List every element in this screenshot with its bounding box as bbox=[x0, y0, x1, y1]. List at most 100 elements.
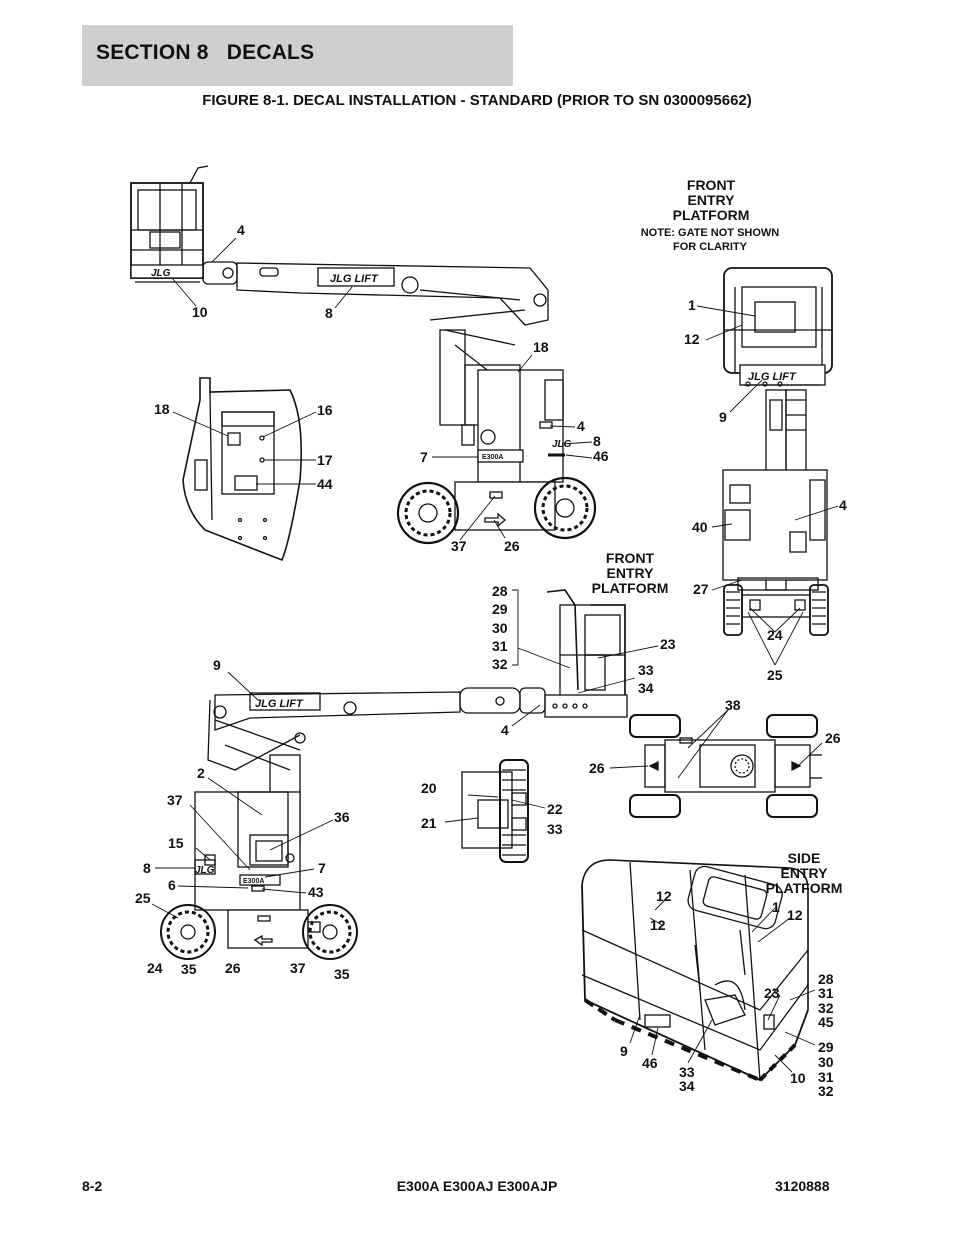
manual-part-number: 3120888 bbox=[775, 1178, 830, 1194]
view-label: PLATFORM bbox=[592, 580, 669, 596]
callout-number: 12 bbox=[787, 907, 803, 923]
page-number: 8-2 bbox=[82, 1178, 103, 1194]
callout-number: 2 bbox=[197, 765, 205, 781]
callout-number: 45 bbox=[818, 1014, 834, 1030]
side-view-middle: JLG LIFT JLG E300A bbox=[160, 589, 628, 960]
callout-number: 25 bbox=[135, 890, 151, 906]
callout-number: 22 bbox=[547, 801, 563, 817]
callout-number: 12 bbox=[656, 888, 672, 904]
callout-number: 26 bbox=[589, 760, 605, 776]
view-label: PLATFORM bbox=[673, 207, 750, 223]
callout-number: 15 bbox=[168, 835, 184, 851]
callout-number: 18 bbox=[154, 401, 170, 417]
callout-number: 21 bbox=[421, 815, 437, 831]
callout-number: 33 bbox=[679, 1064, 695, 1080]
tower-end-detail bbox=[461, 759, 529, 863]
callout-number: 8 bbox=[325, 305, 333, 321]
view-note: FOR CLARITY bbox=[673, 241, 748, 253]
callout-number: 25 bbox=[767, 667, 783, 683]
callout-number: 9 bbox=[620, 1043, 628, 1059]
callout-number: 4 bbox=[839, 497, 847, 513]
callout-number: 33 bbox=[638, 662, 654, 678]
callout-number: 31 bbox=[818, 1069, 834, 1085]
callout-number: 33 bbox=[547, 821, 563, 837]
callout-number: 23 bbox=[660, 636, 676, 652]
front-view-right: JLG LIFT bbox=[722, 267, 833, 636]
callout-number: 40 bbox=[692, 519, 708, 535]
model-plate-text: E300A bbox=[243, 878, 264, 885]
callout-number: 7 bbox=[420, 449, 428, 465]
callout-number: 35 bbox=[181, 961, 197, 977]
view-label: ENTRY bbox=[688, 192, 736, 208]
callout-number: 18 bbox=[533, 339, 549, 355]
callout-number: 38 bbox=[725, 697, 741, 713]
callout-number: 9 bbox=[213, 657, 221, 673]
callout-number: 34 bbox=[638, 680, 654, 696]
callout-number: 36 bbox=[334, 809, 350, 825]
section-header-band bbox=[82, 25, 513, 86]
callout-number: 20 bbox=[421, 780, 437, 796]
callout-number: 10 bbox=[192, 304, 208, 320]
model-plate-text: E300A bbox=[482, 454, 503, 461]
view-label: SIDE bbox=[788, 850, 821, 866]
callout-number: 46 bbox=[593, 448, 609, 464]
callout-number: 44 bbox=[317, 476, 333, 492]
callout-number: 30 bbox=[818, 1054, 834, 1070]
side-view-top-left: JLG JLG LIFT JLG E300A bbox=[130, 165, 597, 545]
callout-number: 4 bbox=[501, 722, 509, 738]
callout-numbers: 4 10 8 18 18 16 17 44 7 4 8 46 37 26 1 1… bbox=[135, 222, 847, 1099]
callout-number: 43 bbox=[308, 884, 324, 900]
callout-number: 31 bbox=[818, 985, 834, 1001]
brand-decal-text: JLG LIFT bbox=[330, 273, 379, 285]
callout-number: 24 bbox=[147, 960, 163, 976]
callout-number: 12 bbox=[650, 917, 666, 933]
callout-number: 37 bbox=[451, 538, 467, 554]
figure-title: FIGURE 8-1. DECAL INSTALLATION - STANDAR… bbox=[202, 92, 752, 109]
callout-number: 32 bbox=[818, 1083, 834, 1099]
callout-number: 27 bbox=[693, 581, 709, 597]
callout-number: 30 bbox=[492, 620, 508, 636]
leader-lines bbox=[151, 237, 839, 1073]
brand-decal-text: JLG bbox=[151, 268, 171, 279]
callout-number: 4 bbox=[237, 222, 245, 238]
callout-number: 6 bbox=[168, 877, 176, 893]
callout-number: 26 bbox=[225, 960, 241, 976]
callout-number: 28 bbox=[818, 971, 834, 987]
callout-number: 31 bbox=[492, 638, 508, 654]
brand-decal-text: JLG LIFT bbox=[748, 371, 797, 383]
callout-number: 26 bbox=[825, 730, 841, 746]
callout-number: 17 bbox=[317, 452, 333, 468]
callout-number: 28 bbox=[492, 583, 508, 599]
callout-number: 32 bbox=[818, 1000, 834, 1016]
callout-number: 46 bbox=[642, 1055, 658, 1071]
callout-number: 1 bbox=[772, 899, 780, 915]
callout-number: 4 bbox=[577, 418, 585, 434]
view-label: PLATFORM bbox=[766, 880, 843, 896]
callout-number: 10 bbox=[790, 1070, 806, 1086]
callout-number: 12 bbox=[684, 331, 700, 347]
callout-number: 37 bbox=[167, 792, 183, 808]
svg-text:JLG: JLG bbox=[552, 439, 572, 450]
model-numbers: E300A E300AJ E300AJP bbox=[396, 1178, 558, 1194]
view-label: FRONT bbox=[606, 550, 655, 566]
chassis-top-view bbox=[629, 714, 822, 818]
section-title: SECTION 8 DECALS bbox=[96, 41, 315, 64]
brand-decal-text: JLG LIFT bbox=[255, 698, 304, 710]
callout-number: 8 bbox=[593, 433, 601, 449]
callout-number: 7 bbox=[318, 860, 326, 876]
callout-number: 37 bbox=[290, 960, 306, 976]
view-label: ENTRY bbox=[607, 565, 655, 581]
callout-number: 1 bbox=[688, 297, 696, 313]
callout-number: 24 bbox=[767, 627, 783, 643]
callout-number: 35 bbox=[334, 966, 350, 982]
detail-inset-control bbox=[182, 377, 302, 562]
svg-text:JLG: JLG bbox=[195, 865, 215, 876]
view-label: ENTRY bbox=[781, 865, 829, 881]
view-label: FRONT bbox=[687, 177, 736, 193]
callout-number: 16 bbox=[317, 402, 333, 418]
view-note: NOTE: GATE NOT SHOWN bbox=[641, 227, 780, 239]
callout-number: 23 bbox=[764, 985, 780, 1001]
callout-number: 26 bbox=[504, 538, 520, 554]
side-entry-platform-perspective bbox=[581, 859, 809, 1082]
